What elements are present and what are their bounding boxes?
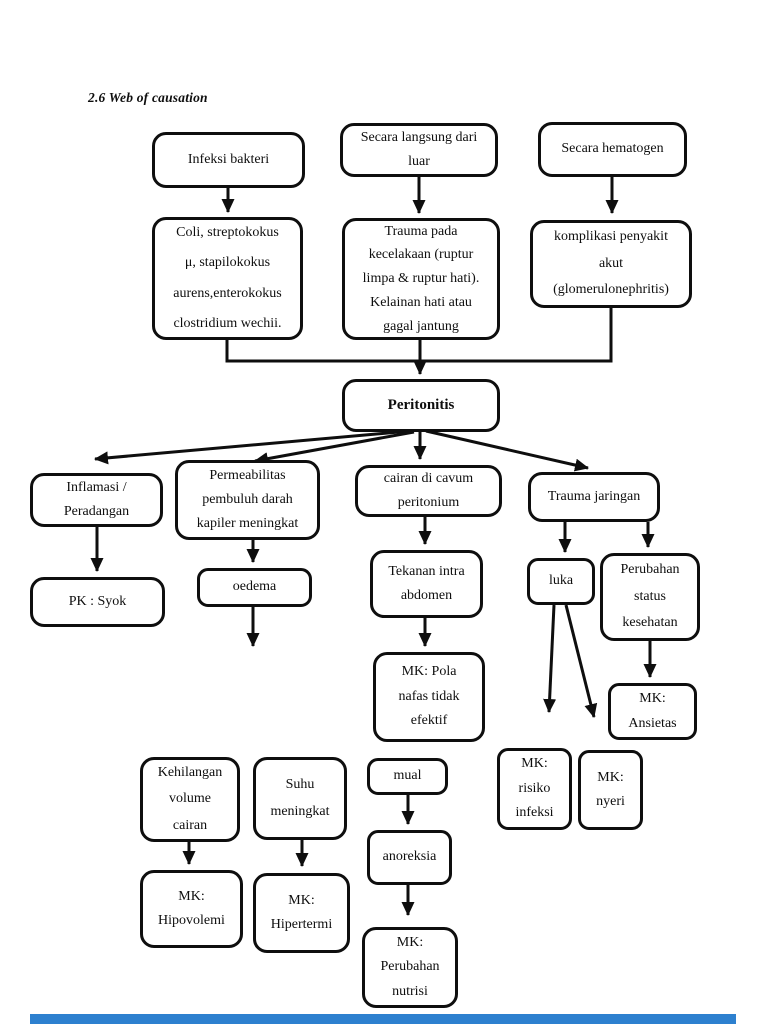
node-perubahan-status: Perubahan status kesehatan <box>600 553 700 641</box>
node-komplikasi-penyakit: komplikasi penyakit akut (glomerulonephr… <box>530 220 692 308</box>
node-mk-perubahan-nutrisi: MK: Perubahan nutrisi <box>362 927 458 1008</box>
node-mk-hipertermi: MK: Hipertermi <box>253 873 350 953</box>
node-anoreksia: anoreksia <box>367 830 452 885</box>
node-secara-hematogen: Secara hematogen <box>538 122 687 177</box>
node-bakteri-list: Coli, streptokokus μ, stapilokokus auren… <box>152 217 303 340</box>
node-mk-nyeri: MK: nyeri <box>578 750 643 830</box>
node-cairan-cavum: cairan di cavum peritonium <box>355 465 502 517</box>
node-pk-syok: PK : Syok <box>30 577 165 627</box>
node-mk-risiko-infeksi: MK: risiko infeksi <box>497 748 572 830</box>
arrow-line <box>564 604 598 718</box>
node-infeksi-bakteri: Infeksi bakteri <box>152 132 305 188</box>
node-kehilangan-volume: Kehilangan volume cairan <box>140 757 240 842</box>
arrow-line <box>543 604 557 713</box>
node-mk-pola-nafas: MK: Pola nafas tidak efektif <box>373 652 485 742</box>
node-tekanan-intra: Tekanan intra abdomen <box>370 550 483 618</box>
arrow-line <box>254 430 415 466</box>
bottom-accent-bar <box>30 1014 736 1024</box>
arrow-line <box>425 429 589 472</box>
node-secara-langsung: Secara langsung dari luar <box>340 123 498 177</box>
section-title: 2.6 Web of causation <box>88 90 208 105</box>
node-trauma-kecelakaan: Trauma pada kecelakaan (ruptur limpa & r… <box>342 218 500 340</box>
node-permeabilitas: Permeabilitas pembuluh darah kapiler men… <box>175 460 320 540</box>
arrow-line <box>94 429 411 465</box>
node-mual: mual <box>367 758 448 795</box>
node-inflamasi: Inflamasi / Peradangan <box>30 473 163 527</box>
node-mk-hipovolemi: MK: Hipovolemi <box>140 870 243 948</box>
node-oedema: oedema <box>197 568 312 607</box>
node-mk-ansietas: MK: Ansietas <box>608 683 697 740</box>
node-trauma-jaringan: Trauma jaringan <box>528 472 660 522</box>
node-peritonitis: Peritonitis <box>342 379 500 432</box>
node-suhu-meningkat: Suhu meningkat <box>253 757 347 840</box>
node-luka: luka <box>527 558 595 605</box>
